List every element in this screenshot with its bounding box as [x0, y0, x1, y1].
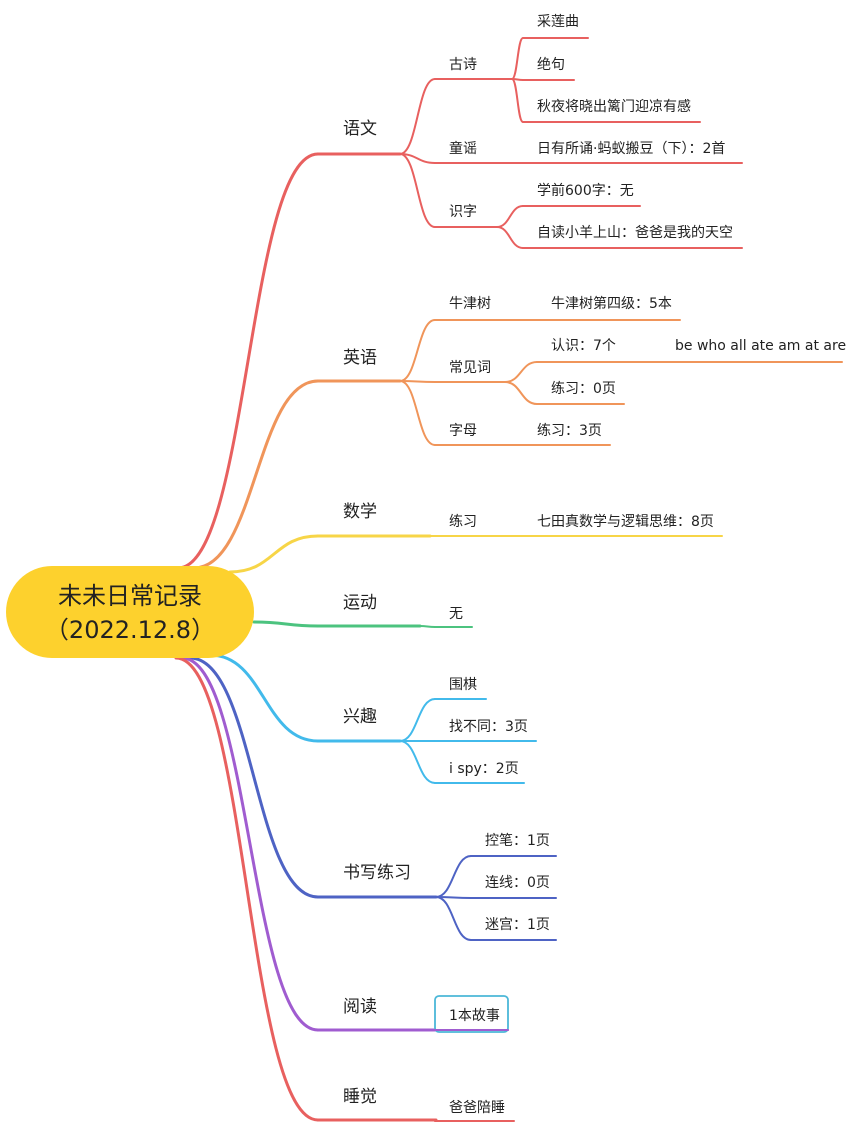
- branch-label-6[interactable]: 阅读: [343, 997, 377, 1017]
- node-depth2[interactable]: 连线：0页: [485, 875, 550, 891]
- branch-connector: [208, 653, 320, 743]
- node-depth3[interactable]: 绝句: [537, 57, 565, 73]
- node-depth3[interactable]: 学前600字：无: [537, 182, 634, 199]
- connector-depth3: [504, 361, 538, 383]
- branch-label-5[interactable]: 书写练习: [343, 863, 411, 883]
- connector-depth2: [399, 153, 436, 228]
- root-date[interactable]: （2022.12.8）: [45, 616, 215, 644]
- connector-depth2: [435, 855, 472, 898]
- node-depth2[interactable]: i spy：2页: [449, 761, 519, 777]
- connector-depth3: [511, 78, 524, 123]
- branch-label-4[interactable]: 兴趣: [343, 707, 377, 727]
- node-depth2[interactable]: 爸爸陪睡: [449, 1100, 505, 1116]
- connector-depth2: [419, 625, 436, 628]
- node-depth2[interactable]: 常见词: [449, 360, 491, 376]
- branch-connector: [192, 379, 320, 570]
- branch-connector: [228, 534, 320, 574]
- connector-depth2: [399, 740, 436, 784]
- node-depth3[interactable]: 牛津树第四级：5本: [551, 295, 672, 312]
- node-depth3[interactable]: 秋夜将晓出篱门迎凉有感: [537, 98, 691, 115]
- node-depth2[interactable]: 牛津树: [449, 296, 491, 312]
- connector-depth2: [399, 380, 436, 446]
- node-depth3[interactable]: 练习：3页: [537, 423, 602, 439]
- node-depth2[interactable]: 1本故事: [449, 1008, 500, 1024]
- node-depth2[interactable]: 识字: [449, 204, 477, 220]
- node-depth2[interactable]: 童谣: [449, 140, 477, 157]
- branch-connector: [174, 656, 320, 1122]
- root-node[interactable]: [6, 566, 254, 658]
- node-box: [434, 995, 509, 1033]
- connector-depth2: [399, 319, 436, 382]
- branch-connector: [252, 620, 320, 628]
- node-depth2[interactable]: 无: [449, 606, 463, 622]
- branch-connector: [188, 656, 320, 899]
- node-depth3[interactable]: 自读小羊上山：爸爸是我的天空: [537, 224, 733, 241]
- node-depth2[interactable]: 练习: [449, 514, 477, 530]
- node-depth3[interactable]: 练习：0页: [551, 381, 616, 397]
- node-depth3[interactable]: 认识：7个: [551, 338, 616, 354]
- node-depth4[interactable]: be who all ate am at are: [675, 338, 846, 354]
- branch-label-2[interactable]: 数学: [343, 502, 377, 522]
- node-depth3[interactable]: 采莲曲: [537, 14, 579, 30]
- connector-depth3: [496, 226, 524, 249]
- node-depth2[interactable]: 围棋: [449, 677, 477, 693]
- node-depth2[interactable]: 古诗: [449, 57, 477, 73]
- branch-connector: [180, 656, 320, 1032]
- connector-depth2: [399, 78, 436, 155]
- branch-connector: [176, 152, 320, 570]
- node-depth3[interactable]: 七田真数学与逻辑思维：8页: [537, 514, 714, 530]
- node-depth3[interactable]: 日有所诵·蚂蚁搬豆（下）：2首: [537, 141, 725, 157]
- node-depth2[interactable]: 找不同：3页: [449, 719, 528, 735]
- connector-depth3: [504, 381, 538, 405]
- node-depth2[interactable]: 控笔：1页: [485, 833, 550, 849]
- connector-depth2: [399, 698, 436, 742]
- connector-depth3: [511, 37, 524, 80]
- branch-label-3[interactable]: 运动: [343, 593, 377, 613]
- branch-label-7[interactable]: 睡觉: [343, 1087, 377, 1107]
- node-depth2[interactable]: 字母: [449, 423, 477, 439]
- connector-depth2: [399, 380, 436, 383]
- connector-depth3: [496, 205, 524, 228]
- branch-label-1[interactable]: 英语: [343, 348, 377, 368]
- node-depth2[interactable]: 迷宫：1页: [485, 917, 550, 933]
- branch-label-0[interactable]: 语文: [343, 119, 377, 139]
- root-title[interactable]: 未未日常记录: [58, 582, 202, 610]
- connector-depth2: [435, 896, 472, 941]
